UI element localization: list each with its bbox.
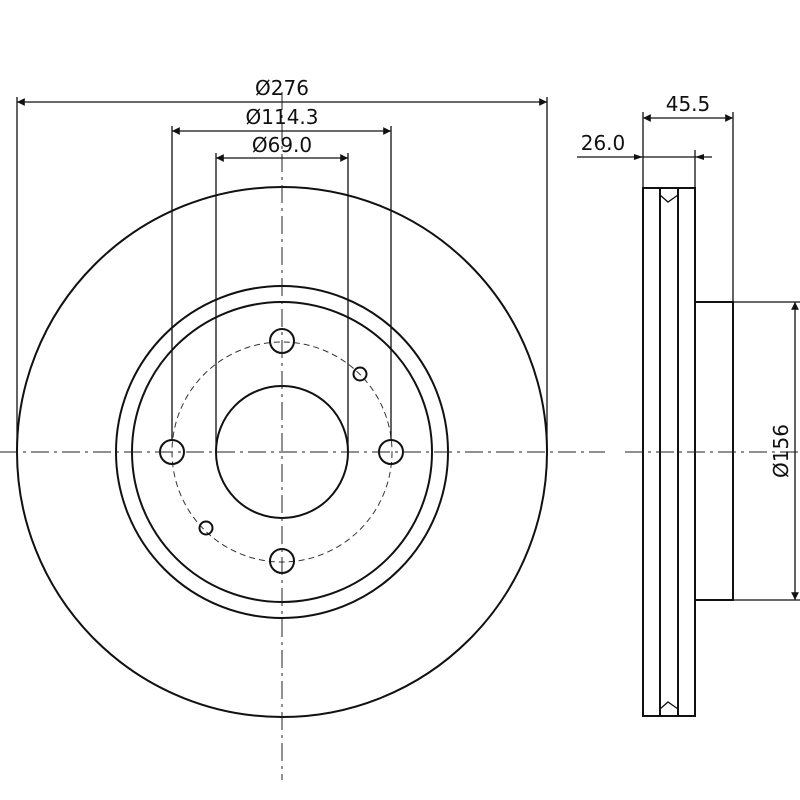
arrowhead xyxy=(634,154,643,160)
hat-diameter-label: Ø156 xyxy=(769,424,793,478)
front-view: Ø276 Ø114.3 Ø69.0 xyxy=(0,76,605,780)
total-height-label: 45.5 xyxy=(666,92,711,116)
screw-hole-upper-right xyxy=(352,366,368,382)
pcd-label: Ø114.3 xyxy=(246,105,319,129)
center-bore-label: Ø69.0 xyxy=(252,133,312,157)
outer-diameter-label: Ø276 xyxy=(255,76,309,100)
thickness-label: 26.0 xyxy=(581,131,626,155)
vent-profile xyxy=(659,194,679,203)
side-view: 45.5 26.0 Ø156 xyxy=(577,92,800,717)
vent-profile xyxy=(659,701,679,710)
hat-profile xyxy=(695,301,734,601)
screw-hole-lower-left xyxy=(198,520,214,536)
